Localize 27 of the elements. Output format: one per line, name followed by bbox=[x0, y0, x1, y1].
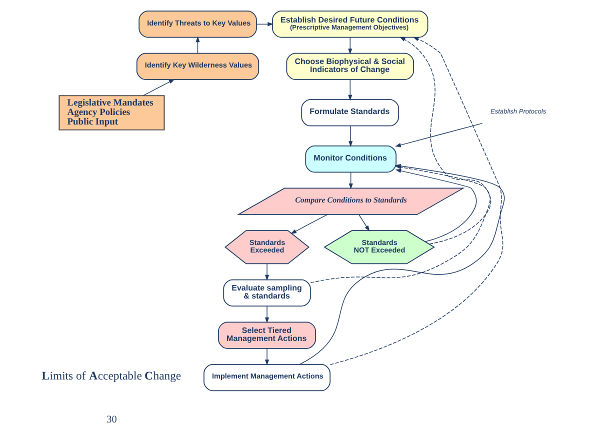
arrow bbox=[395, 122, 483, 148]
label: Limits of Acceptable Change bbox=[42, 370, 182, 383]
arrow bbox=[142, 79, 175, 96]
node-box: Choose Biophysical & Social Indicators of Change bbox=[286, 52, 414, 80]
arrow bbox=[290, 214, 328, 234]
node-box: Formulate Standards bbox=[301, 99, 400, 126]
arrow bbox=[264, 264, 270, 281]
arrow bbox=[348, 126, 353, 147]
node-box: Evaluate sampling & standards bbox=[223, 279, 311, 307]
arrow bbox=[395, 168, 477, 242]
arrow bbox=[264, 306, 270, 324]
label: 30 bbox=[106, 414, 117, 426]
node-box: Legislative Mandates Agency Policies Public Input bbox=[58, 95, 165, 130]
arrow bbox=[348, 172, 353, 190]
arrow bbox=[348, 37, 352, 54]
node-box: Monitor Conditions bbox=[305, 145, 396, 173]
arrow bbox=[196, 36, 200, 54]
arrow bbox=[330, 36, 504, 365]
arrow bbox=[358, 214, 370, 232]
node-box: Implement Management Actions bbox=[204, 364, 331, 392]
arrow bbox=[400, 36, 492, 244]
arrow bbox=[264, 348, 270, 366]
arrow bbox=[256, 22, 274, 26]
node-box: Identify Key Wilderness Values bbox=[136, 52, 260, 80]
node-box: Identify Threats to Key Values bbox=[138, 10, 257, 38]
arrow bbox=[348, 79, 352, 101]
node-box: Select Tiered Management Actions bbox=[218, 322, 316, 349]
